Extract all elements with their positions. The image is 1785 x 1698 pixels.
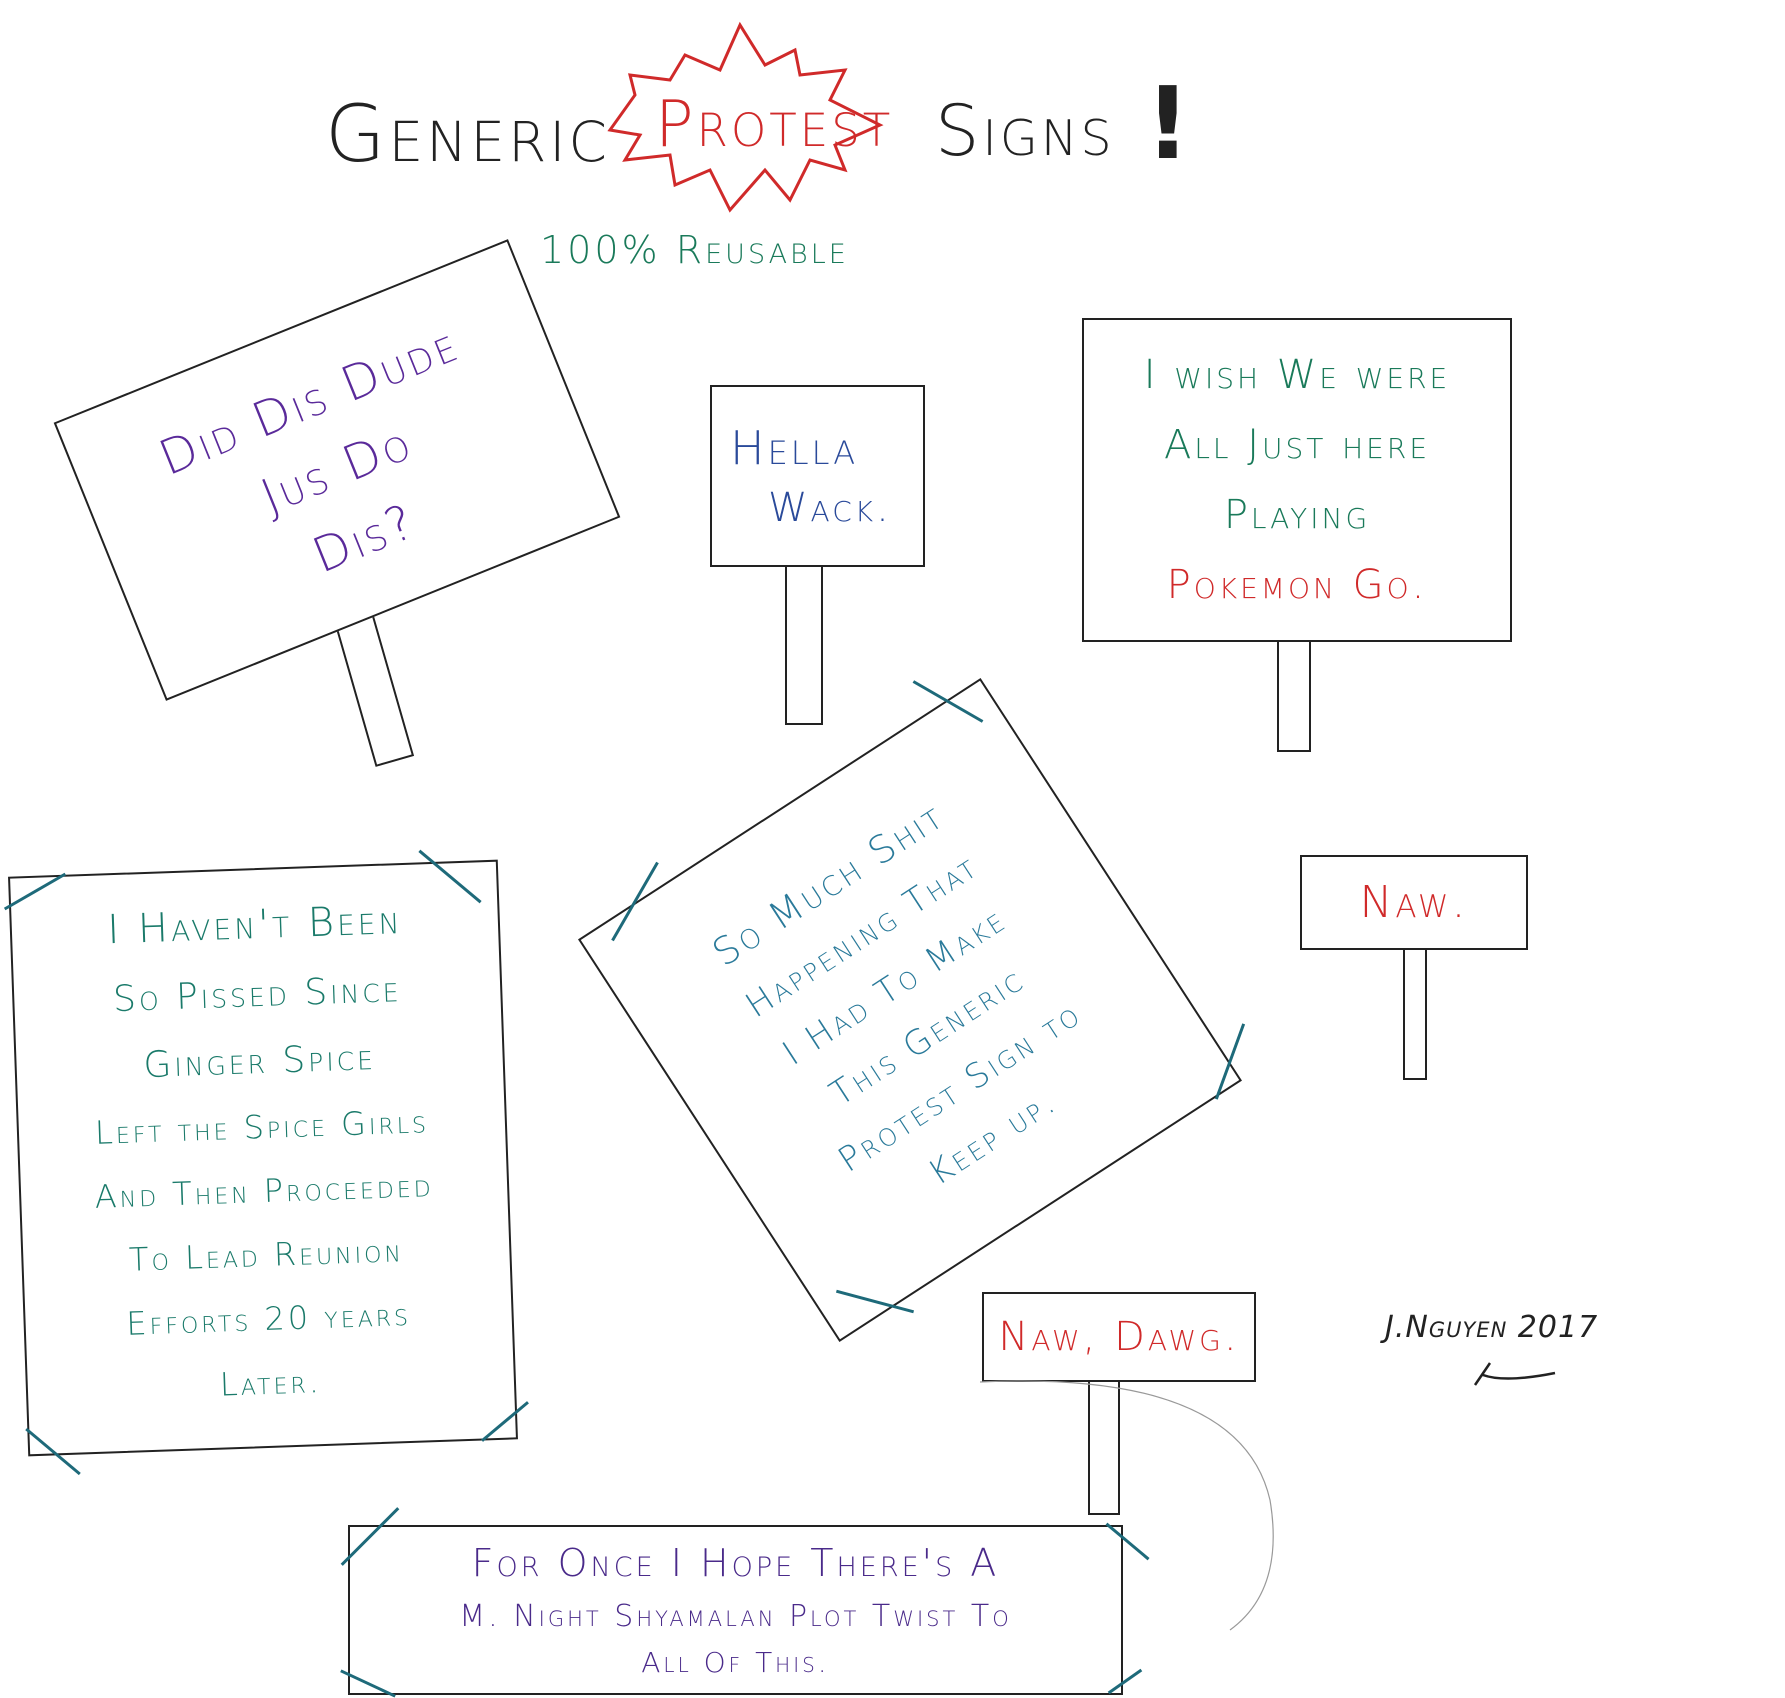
page-title: Generic Protest Signs ! xyxy=(325,21,1225,213)
title-word-generic: Generic xyxy=(325,90,610,180)
sign-line: For Once I Hope There's A xyxy=(471,1541,1000,1585)
sign-naw: Naw. xyxy=(1300,855,1528,950)
sign-line: M. Night Shyamalan Plot Twist To xyxy=(459,1599,1012,1634)
title-word-protest: Protest xyxy=(655,88,894,162)
sign-text: Naw. xyxy=(1359,877,1469,928)
sign-stick-naw xyxy=(1403,948,1427,1080)
title-word-signs: Signs xyxy=(935,90,1115,172)
sign-shyamalan: For Once I Hope There's A M. Night Shyam… xyxy=(348,1525,1123,1695)
sign-line: All Of This. xyxy=(641,1646,830,1679)
sign-stick-hella xyxy=(785,565,823,725)
sign-line: Later. xyxy=(219,1362,323,1404)
sign-text: Naw, Dawg. xyxy=(998,1314,1240,1360)
sign-naw-dawg: Naw, Dawg. xyxy=(982,1292,1256,1382)
sign-hella: Hella Wack. xyxy=(710,385,925,567)
sign-stick-naw-dawg xyxy=(1088,1380,1120,1515)
sign-line: To Lead Reunion xyxy=(128,1231,405,1279)
subtitle: 100% Reusable xyxy=(540,228,849,272)
sign-line: Playing xyxy=(1223,492,1371,538)
sign-line: Wack. xyxy=(768,485,892,531)
sign-line: All Just here xyxy=(1163,422,1431,468)
sign-so-much: So Much Shit Happening That I Had To Mak… xyxy=(578,678,1242,1342)
sign-line-red: Pokemon Go. xyxy=(1166,562,1428,608)
sign-line: I Haven't Been xyxy=(106,897,404,954)
sign-line: Hella xyxy=(730,421,859,475)
sign-stick-wish xyxy=(1277,640,1311,752)
sign-line: And Then Proceeded xyxy=(94,1166,435,1216)
sign-line: Ginger Spice xyxy=(142,1037,377,1087)
pencil-arc xyxy=(980,1380,1274,1631)
sign-line: Dis? xyxy=(305,492,425,585)
sign-line: I wish We were xyxy=(1143,352,1451,398)
sign-line: So Pissed Since xyxy=(112,969,403,1021)
sign-pissed: I Haven't Been So Pissed Since Ginger Sp… xyxy=(8,859,518,1457)
sign-wish: I wish We were All Just here Playing Pok… xyxy=(1082,318,1512,642)
title-exclamation: ! xyxy=(1145,65,1194,182)
starburst-icon xyxy=(607,21,884,213)
sign-line: Efforts 20 years xyxy=(125,1294,412,1343)
signature: J.Nguyen 2017 xyxy=(1385,1310,1599,1345)
signature-flourish-icon xyxy=(1473,1362,1556,1386)
sign-did-dis: Did Dis Dude Jus Do Dis? xyxy=(53,239,621,701)
sign-line: Left the Spice Girls xyxy=(94,1102,430,1152)
